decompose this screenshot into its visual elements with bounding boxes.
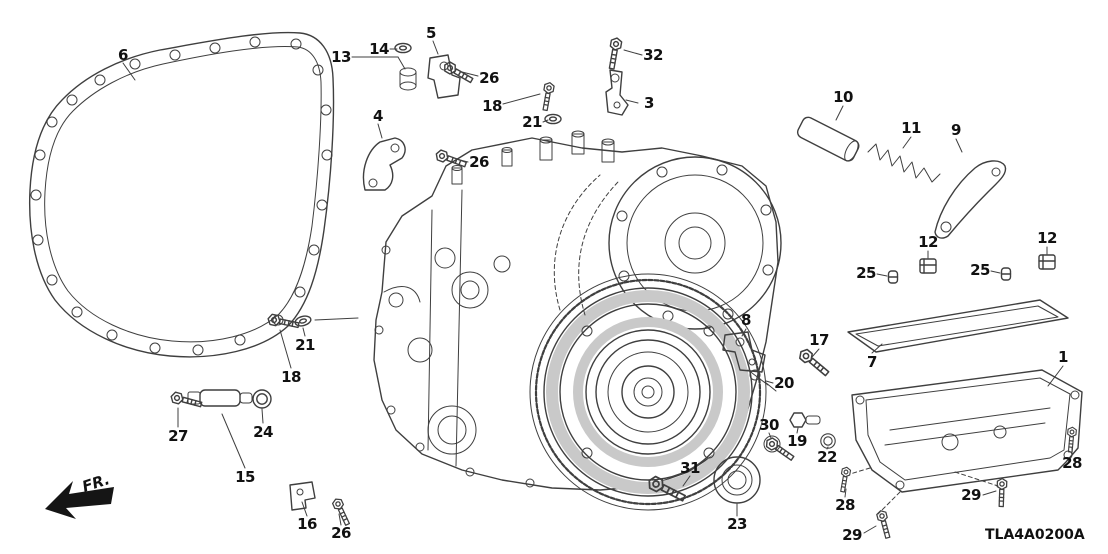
part-callout-17: 17	[809, 331, 829, 349]
grommet-25-right-drawing	[1000, 267, 1012, 281]
part-callout-18: 18	[482, 97, 502, 115]
stay-20-drawing	[747, 369, 777, 392]
part-callout-7: 7	[867, 353, 877, 371]
oring-24-drawing	[252, 389, 272, 409]
bolt-26-mid-drawing	[433, 148, 468, 171]
clamp-12-right-drawing	[1038, 254, 1056, 270]
part-callout-12: 12	[918, 233, 938, 251]
bolt-26-top-drawing	[441, 59, 475, 86]
bolt-28-right-drawing	[1065, 426, 1078, 453]
part-callout-28: 28	[1062, 454, 1082, 472]
part-callout-13: 13	[331, 48, 351, 66]
clutch-housing-drawing	[608, 156, 782, 330]
mount-rubber-13-drawing	[399, 67, 417, 91]
part-callout-15: 15	[235, 468, 255, 486]
part-callout-10: 10	[833, 88, 853, 106]
fr-arrow-icon	[45, 481, 114, 519]
part-callout-23: 23	[727, 515, 747, 533]
part-callout-22: 22	[817, 448, 837, 466]
bolt-17-drawing	[796, 346, 832, 379]
bracket-8-drawing	[722, 331, 766, 373]
grommet-25-left-drawing	[887, 270, 899, 284]
transmission-case-drawing	[373, 130, 779, 491]
sensor-15-drawing	[187, 389, 253, 407]
part-callout-16: 16	[297, 515, 317, 533]
clamp-12-left-drawing	[919, 258, 937, 274]
bracket-5-drawing	[427, 54, 461, 99]
washer-21-left-drawing	[293, 313, 313, 329]
bolt-18-left-drawing	[266, 312, 301, 331]
part-callout-27: 27	[168, 427, 188, 445]
bolt-29-right-drawing	[995, 477, 1008, 508]
part-callout-5: 5	[426, 24, 436, 42]
part-callout-26: 26	[479, 69, 499, 87]
bracket-16-drawing	[289, 481, 316, 511]
breather-pipe-drawing	[796, 116, 860, 162]
part-callout-9: 9	[951, 121, 961, 139]
bolt-18-top-drawing	[539, 81, 556, 112]
oil-seal-23-drawing	[713, 456, 761, 504]
part-callout-30: 30	[759, 416, 779, 434]
part-callout-18: 18	[281, 368, 301, 386]
oil-pan-drawing	[851, 369, 1083, 493]
washer-21-top-drawing	[544, 113, 562, 125]
part-callout-21: 21	[295, 336, 315, 354]
part-callout-28: 28	[835, 496, 855, 514]
part-callout-3: 3	[644, 94, 654, 112]
part-callout-32: 32	[643, 46, 663, 64]
part-callout-26: 26	[331, 524, 351, 542]
lever-arm-drawing	[934, 160, 1007, 239]
part-callout-29: 29	[961, 486, 981, 504]
bracket-4-drawing	[362, 137, 406, 191]
part-callout-11: 11	[901, 119, 921, 137]
washer-22-drawing	[820, 433, 836, 449]
part-callout-8: 8	[741, 311, 751, 329]
part-callout-29: 29	[842, 526, 862, 544]
spring-drawing	[867, 143, 941, 183]
timing-chain-drawing	[553, 174, 619, 316]
torque-converter-drawing	[529, 273, 767, 511]
joint-bolt-30-drawing	[763, 435, 797, 464]
part-callout-12: 12	[1037, 229, 1057, 247]
part-callout-24: 24	[253, 423, 273, 441]
bracket-3-drawing	[605, 69, 629, 116]
bolt-26-bottom-drawing	[330, 496, 353, 527]
part-callout-31: 31	[680, 459, 700, 477]
part-callout-1: 1	[1058, 348, 1068, 366]
bolt-27-drawing	[169, 390, 204, 411]
bolt-28-left-drawing	[837, 465, 852, 493]
bolt-32-drawing	[605, 36, 623, 71]
part-callout-21: 21	[522, 113, 542, 131]
part-callout-14: 14	[369, 40, 389, 58]
part-callout-4: 4	[373, 107, 383, 125]
part-callout-26: 26	[469, 153, 489, 171]
part-callout-20: 20	[774, 374, 794, 392]
part-callout-19: 19	[787, 432, 807, 450]
oil-pan-gasket-drawing	[847, 299, 1069, 353]
part-callout-25: 25	[856, 264, 876, 282]
diagram-code: TLA4A0200A	[985, 527, 1085, 543]
leader-lines	[122, 40, 1073, 534]
sensor-19-drawing	[789, 412, 821, 428]
side-cover-gasket-drawing	[28, 31, 335, 358]
part-callout-25: 25	[970, 261, 990, 279]
washer-14-drawing	[394, 42, 412, 54]
part-callout-6: 6	[118, 46, 128, 64]
